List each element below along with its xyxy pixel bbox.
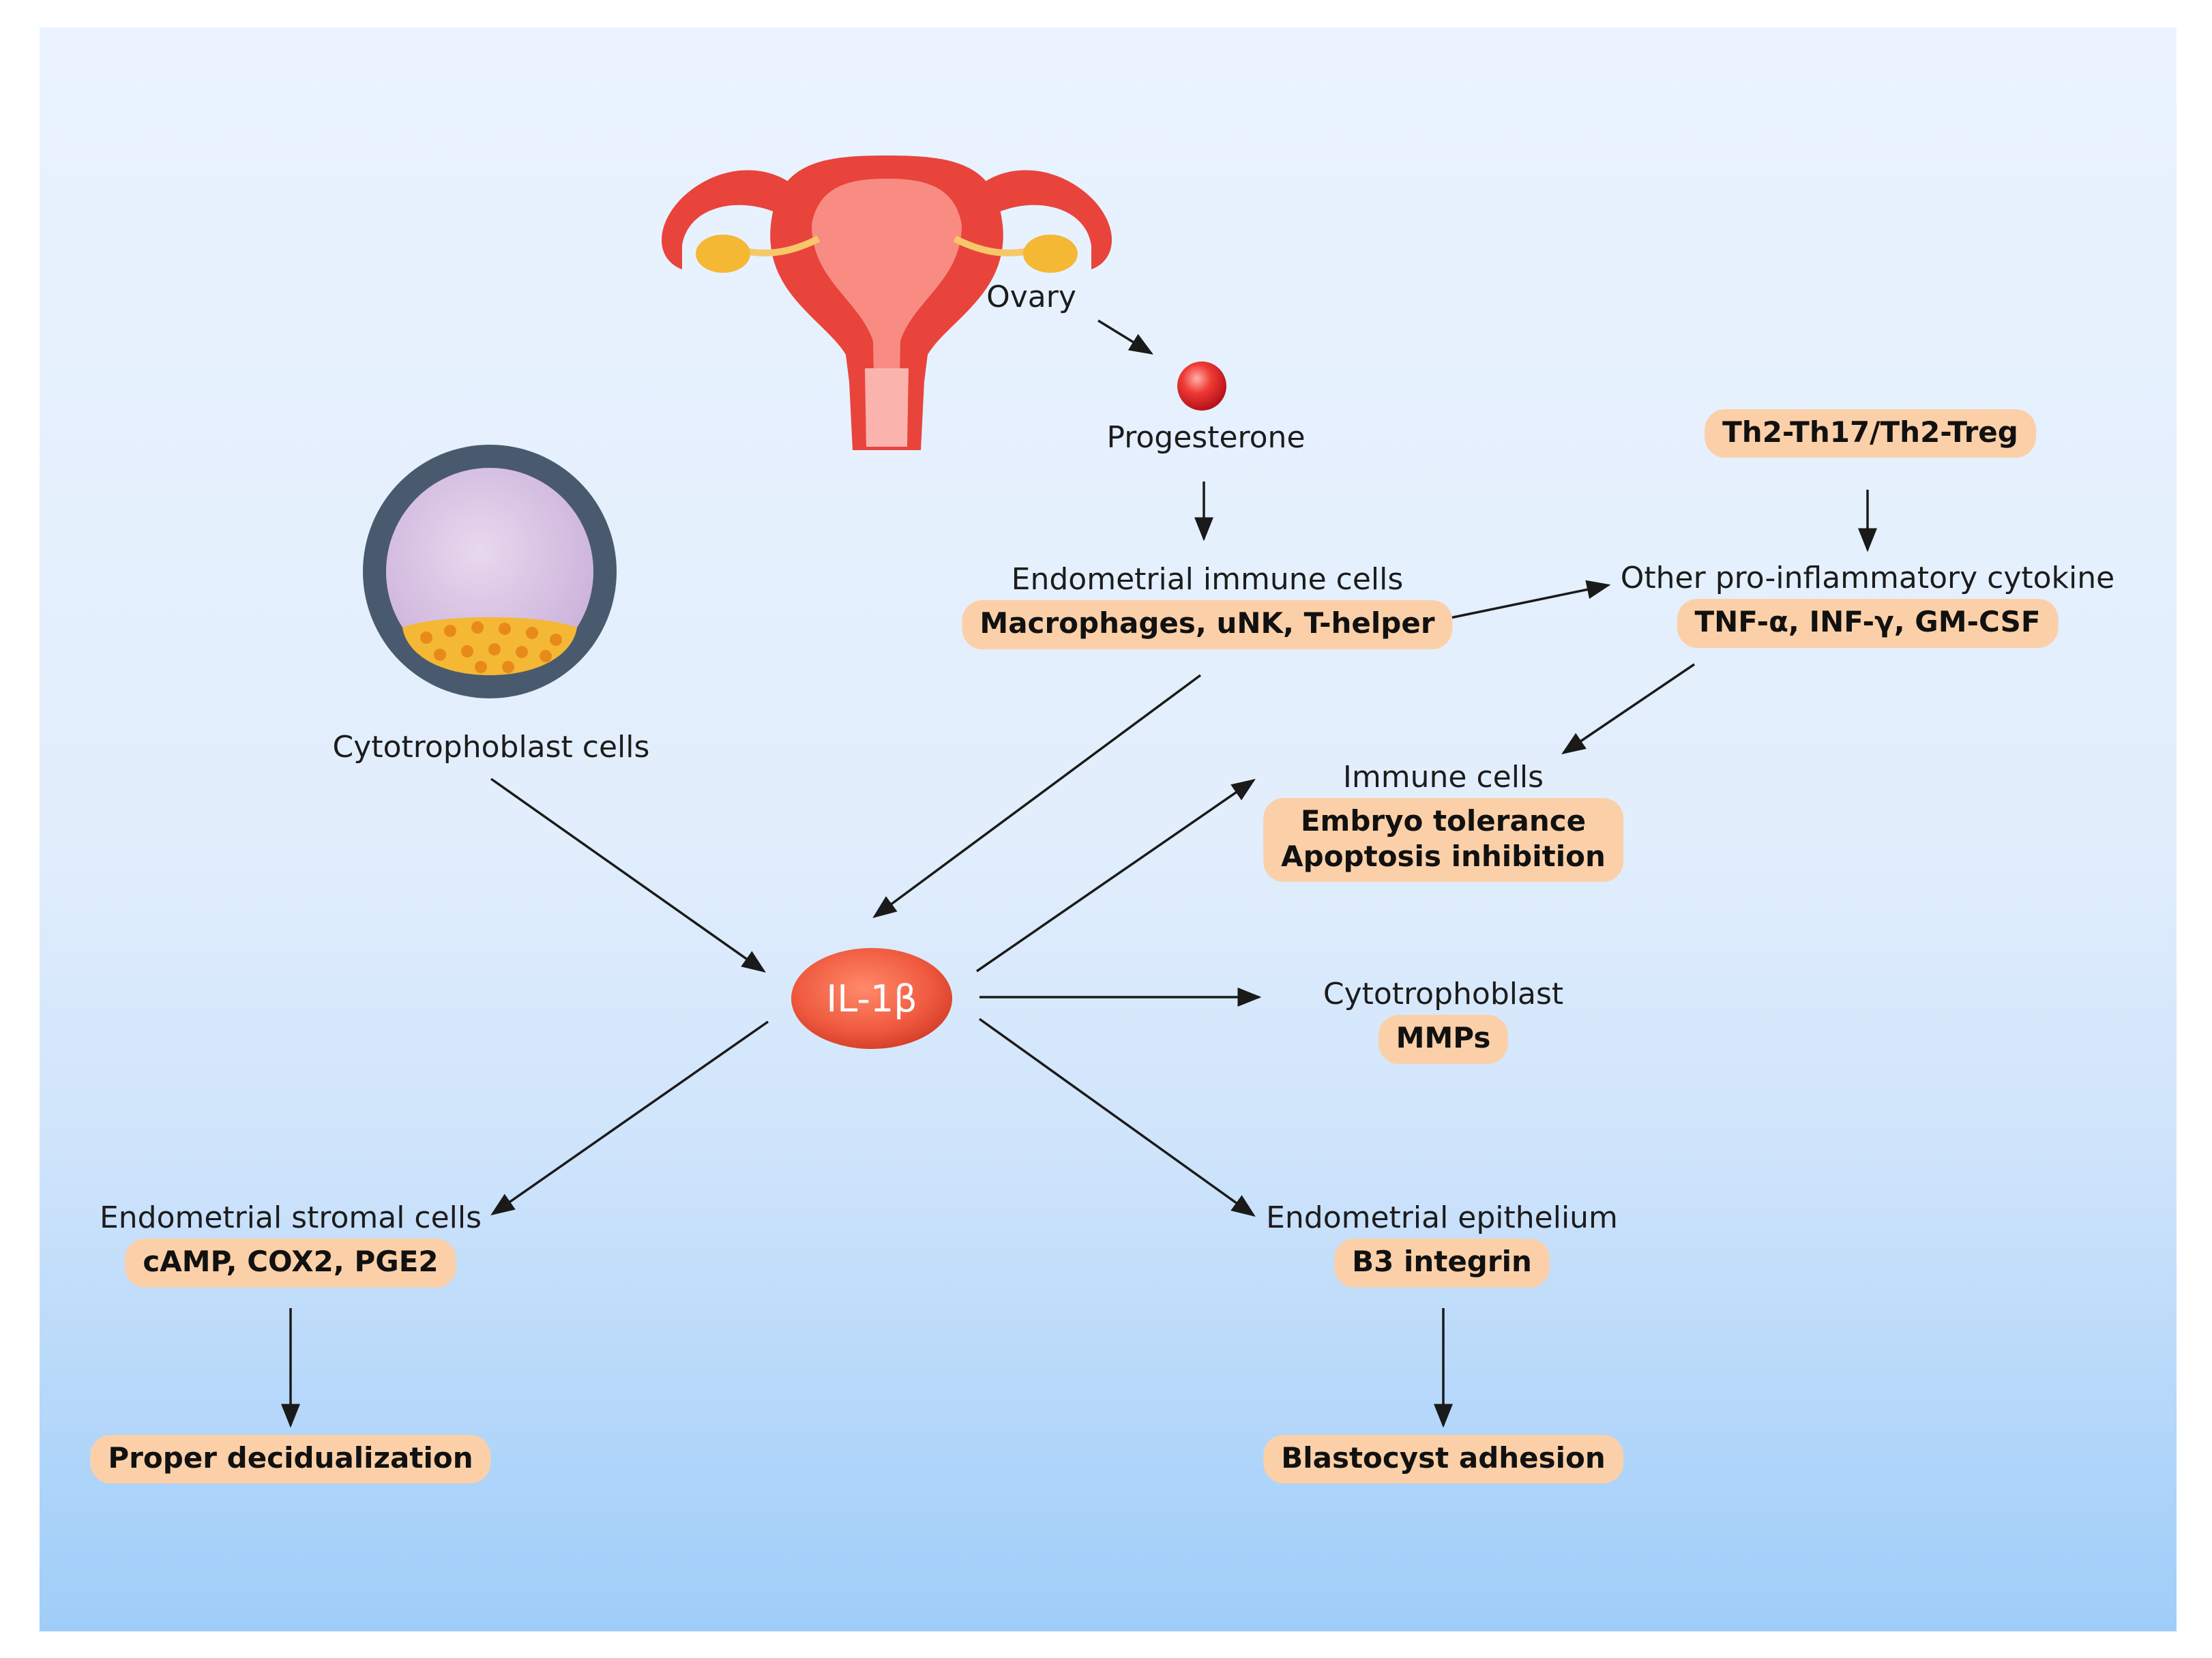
epithelium-label: Endometrial epithelium	[1266, 1200, 1618, 1235]
stromal-label: Endometrial stromal cells	[99, 1200, 482, 1235]
progesterone-node: Progesterone	[1106, 421, 1305, 454]
cytotrophoblast-node: Cytotrophoblast MMPs	[1323, 977, 1564, 1064]
arrow-il1b-stromal	[490, 1020, 769, 1216]
diagram-background	[40, 27, 2177, 1631]
cytotrophoblast-cells-label: Cytotrophoblast cells	[332, 730, 650, 765]
arrow-immune-il1b	[872, 674, 1202, 919]
th-ratio-node: Th2-Th17/Th2-Treg	[1705, 405, 2036, 458]
stromal-node: Endometrial stromal cells cAMP, COX2, PG…	[99, 1200, 482, 1288]
il1b-label: IL-1β	[826, 977, 917, 1020]
uterus-illustration	[662, 156, 1112, 450]
immune-cells-pill-line-2: Apoptosis inhibition	[1281, 839, 1606, 873]
immune-cells-node: Immune cells Embryo tolerance Apoptosis …	[1263, 760, 1623, 882]
ovary-label: Ovary	[986, 280, 1076, 314]
arrow-immune-cytokine	[1449, 580, 1611, 619]
decidualization-node: Proper decidualization	[90, 1431, 491, 1484]
epithelium-pill: B3 integrin	[1334, 1239, 1550, 1288]
adhesion-node: Blastocyst adhesion	[1263, 1431, 1623, 1484]
immune-cells-pill-line-1: Embryo tolerance	[1300, 804, 1587, 838]
arrow-il1b-epithelium	[978, 1018, 1256, 1217]
cytokine-label: Other pro-inflammatory cytokine	[1620, 561, 2115, 595]
stromal-pill: cAMP, COX2, PGE2	[125, 1239, 456, 1288]
cytotrophoblast-label: Cytotrophoblast	[1323, 977, 1564, 1011]
arrow-il1b-immunecells	[976, 779, 1256, 973]
arrow-ovary-progesterone	[1097, 319, 1153, 355]
adhesion-pill: Blastocyst adhesion	[1263, 1435, 1623, 1484]
blastocyst-illustration	[363, 445, 617, 698]
arrow-cytokine-immunecells	[1561, 663, 1695, 754]
th-ratio-pill: Th2-Th17/Th2-Treg	[1705, 409, 2036, 458]
arrow-blastocyst-il1b	[490, 778, 766, 973]
endometrial-immune-pill: Macrophages, uNK, T-helper	[962, 600, 1453, 649]
decidualization-pill: Proper decidualization	[90, 1435, 491, 1484]
endometrial-immune-node: Endometrial immune cells Macrophages, uN…	[962, 562, 1453, 649]
endometrial-immune-label: Endometrial immune cells	[1011, 562, 1404, 597]
il1b-ellipse	[791, 948, 952, 1049]
progesterone-sphere-icon	[1177, 361, 1226, 411]
immune-cells-pill: Embryo tolerance Apoptosis inhibition	[1263, 798, 1623, 882]
immune-cells-label: Immune cells	[1342, 760, 1544, 795]
progesterone-label: Progesterone	[1106, 420, 1306, 455]
epithelium-node: Endometrial epithelium B3 integrin	[1266, 1200, 1618, 1288]
cytokine-node: Other pro-inflammatory cytokine TNF-α, I…	[1620, 561, 2115, 648]
ovary-node: Ovary	[986, 280, 1076, 314]
cytotrophoblast-cells-node: Cytotrophoblast cells	[332, 730, 650, 765]
cytokine-pill: TNF-α, INF-γ, GM-CSF	[1677, 599, 2059, 648]
cytotrophoblast-pill: MMPs	[1378, 1015, 1509, 1064]
